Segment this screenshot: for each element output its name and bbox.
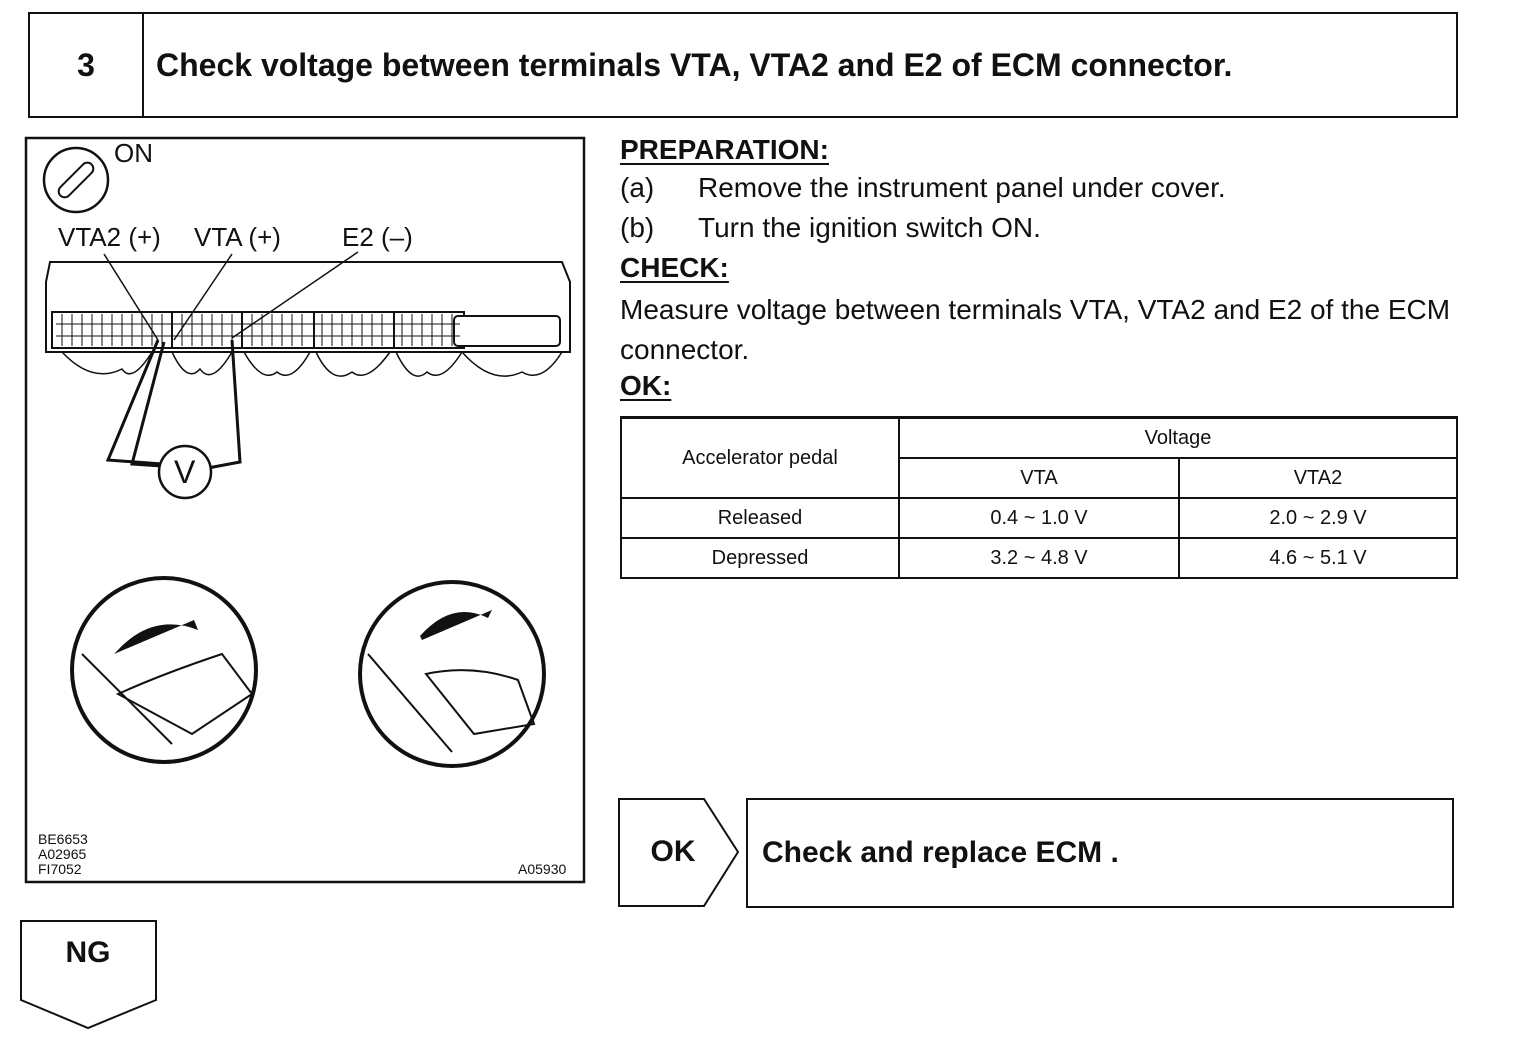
ok-label: OK: [650, 835, 696, 868]
table-cell-vta: 0.4 ~ 1.0 V: [898, 497, 1180, 539]
table-cell-vta2: 4.6 ~ 5.1 V: [1178, 537, 1458, 579]
voltage-spec-table: Accelerator pedal Voltage VTA VTA2 Relea…: [620, 416, 1458, 579]
ignition-on-label: ON: [114, 138, 153, 168]
step-header: 3 Check voltage between terminals VTA, V…: [28, 12, 1458, 118]
table-cell-label: Released: [620, 497, 900, 539]
terminal-e2-label: E2 (–): [342, 222, 413, 252]
ok-result-arrow: OK: [618, 798, 740, 907]
table-subheader-row: VTA VTA2: [621, 457, 1458, 499]
item-tag: (b): [620, 212, 655, 243]
preparation-item-b: (b) Turn the ignition switch ON.: [620, 212, 1041, 244]
ok-arrow-shape: [618, 798, 740, 907]
item-text: Turn the ignition switch ON.: [698, 212, 1041, 243]
ignition-key-icon: [42, 146, 110, 214]
figure-code-2: A02965: [38, 846, 87, 862]
table-header-vta2: VTA2: [1178, 457, 1458, 499]
check-heading: CHECK:: [620, 252, 729, 283]
preparation-item-a: (a) Remove the instrument panel under cov…: [620, 172, 1226, 204]
ng-result-arrow: NG: [20, 920, 158, 1030]
terminal-leader-lines: [103, 251, 359, 341]
voltmeter-symbol: V: [174, 454, 196, 490]
table-row: Depressed 3.2 ~ 4.8 V 4.6 ~ 5.1 V: [620, 537, 1458, 579]
ok-heading: OK:: [620, 370, 672, 401]
probe-leads: [105, 339, 242, 470]
item-text: Remove the instrument panel under cover.: [698, 172, 1226, 203]
ok-action-box: Check and replace ECM .: [746, 798, 1454, 908]
table-header-voltage: Voltage: [898, 416, 1458, 459]
ng-label: NG: [65, 936, 111, 969]
terminal-vta2-label: VTA2 (+): [58, 222, 161, 252]
table-header-row: Accelerator pedal Voltage: [620, 416, 1458, 499]
voltmeter-icon: [157, 444, 213, 500]
pedal-released-icon: [70, 576, 258, 764]
table-cell-label: Depressed: [620, 537, 900, 579]
pedal-depressed-icon: [358, 580, 546, 768]
step-title: Check voltage between terminals VTA, VTA…: [156, 46, 1233, 83]
figure-code-3: FI7052: [38, 861, 82, 877]
table-row: Released 0.4 ~ 1.0 V 2.0 ~ 2.9 V: [620, 497, 1458, 539]
item-tag: (a): [620, 172, 655, 203]
table-header-vta: VTA: [898, 457, 1180, 499]
illustration-drawing: [24, 136, 586, 884]
step-number: 3: [30, 14, 144, 116]
terminal-vta-label: VTA (+): [194, 222, 281, 252]
table-header-pedal: Accelerator pedal: [620, 416, 900, 499]
check-text: Measure voltage between terminals VTA, V…: [620, 294, 1451, 365]
figure-id: A05930: [518, 861, 567, 877]
figure-code-1: BE6653: [38, 831, 88, 847]
table-cell-vta2: 2.0 ~ 2.9 V: [1178, 497, 1458, 539]
ng-arrow-shape: [20, 920, 157, 1030]
table-cell-vta: 3.2 ~ 4.8 V: [898, 537, 1180, 579]
ecm-connector-drawing: [45, 261, 571, 377]
illustration: ON VTA2 (+) VTA (+) E2 (–) V BE6653 A029…: [22, 134, 586, 884]
preparation-heading: PREPARATION:: [620, 134, 829, 165]
